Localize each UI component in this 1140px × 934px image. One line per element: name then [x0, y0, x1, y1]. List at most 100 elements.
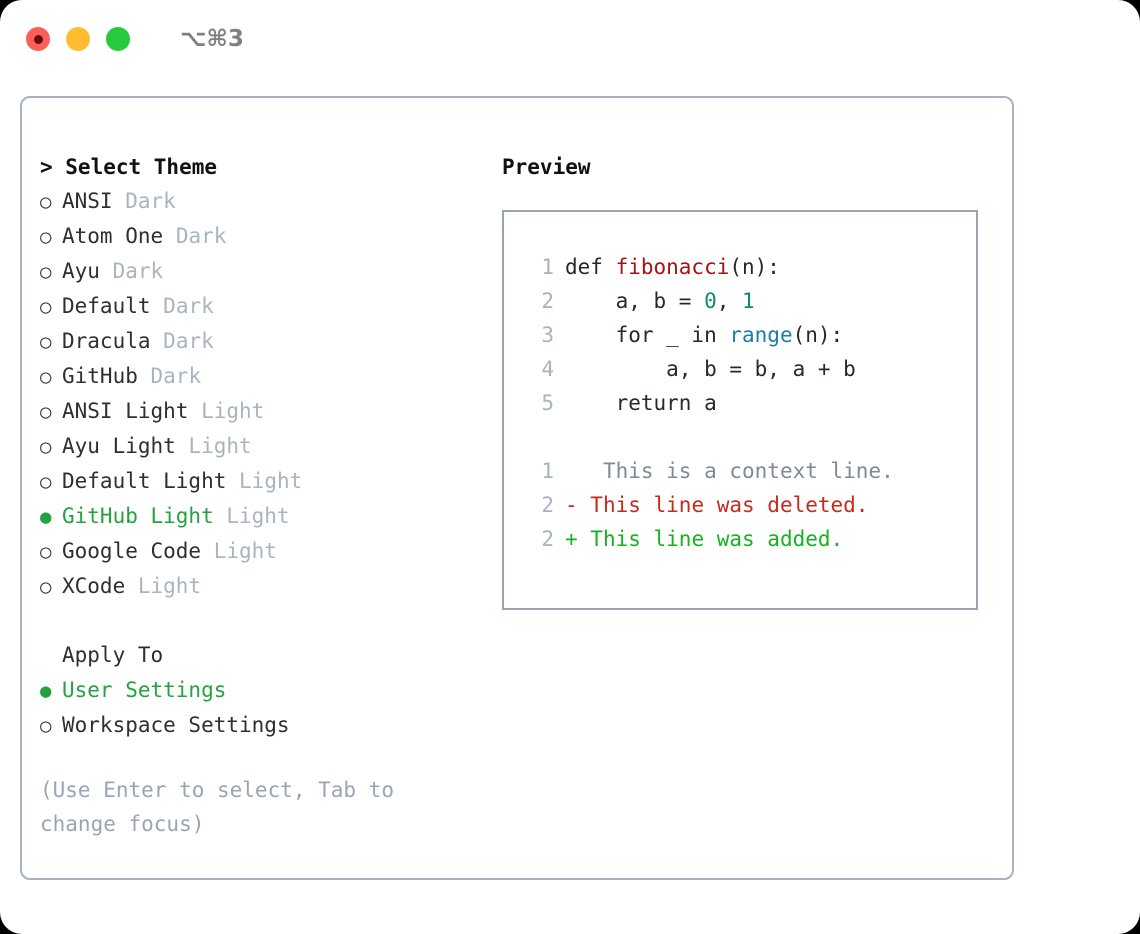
- code-line: 2 a, b = 0, 1: [526, 284, 976, 318]
- code-line: 4 a, b = b, a + b: [526, 352, 976, 386]
- code-token: def: [565, 255, 616, 279]
- theme-name: Atom One: [62, 224, 164, 248]
- code-line: 5 return a: [526, 386, 976, 420]
- theme-list-item[interactable]: ○GitHub Dark: [40, 359, 480, 394]
- theme-variant-tag: Light: [201, 399, 265, 423]
- theme-list[interactable]: ○ANSI Dark○Atom One Dark○Ayu Dark○Defaul…: [40, 184, 480, 604]
- radio-unselected-icon[interactable]: ○: [40, 401, 52, 423]
- code-token: ,: [716, 289, 743, 313]
- theme-name-tag-space: [201, 534, 214, 568]
- theme-variant-tag: Light: [213, 539, 277, 563]
- code-diff-gap: [526, 420, 976, 454]
- diff-text: This line was added.: [577, 527, 844, 551]
- radio-unselected-icon[interactable]: ○: [40, 191, 52, 213]
- theme-name: Default: [62, 294, 151, 318]
- apply-to-option-label: User Settings: [62, 678, 227, 702]
- theme-name: Google Code: [62, 539, 202, 563]
- theme-name: ANSI Light: [62, 399, 189, 423]
- diff-text: This is a context line.: [577, 459, 894, 483]
- minimize-button[interactable]: [66, 27, 90, 51]
- code-token: 1: [742, 289, 755, 313]
- title-bar: ⌥⌘3: [0, 0, 1140, 78]
- line-number: 1: [541, 459, 554, 483]
- theme-list-item[interactable]: ○Default Light Light: [40, 464, 480, 499]
- radio-unselected-icon[interactable]: ○: [40, 471, 52, 493]
- code-token: return a: [565, 391, 717, 415]
- theme-variant-tag: Dark: [163, 294, 214, 318]
- code-token: fibonacci: [615, 255, 730, 279]
- line-number: 3: [541, 323, 554, 347]
- theme-list-item[interactable]: ○Ayu Light Light: [40, 429, 480, 464]
- apply-to-heading-row: ○ Apply To: [40, 638, 480, 673]
- theme-name: Ayu: [62, 259, 100, 283]
- line-number: 5: [541, 391, 554, 415]
- diff-sign: -: [565, 493, 578, 517]
- theme-list-item[interactable]: ● GitHub Light Light: [40, 499, 480, 534]
- theme-list-item[interactable]: ○ ANSI Light Light: [40, 394, 480, 429]
- theme-list-item[interactable]: ○ Atom One Dark: [40, 219, 480, 254]
- radio-selected-icon[interactable]: ●: [40, 506, 52, 528]
- theme-variant-tag: Light: [239, 469, 303, 493]
- maximize-button[interactable]: [106, 27, 130, 51]
- theme-name: Dracula: [62, 329, 151, 353]
- theme-name: GitHub Light: [62, 504, 214, 528]
- theme-name-tag-space: [100, 254, 113, 288]
- theme-list-item[interactable]: ○ Google Code Light: [40, 534, 480, 569]
- theme-name: GitHub: [62, 364, 138, 388]
- radio-unselected-icon[interactable]: ○: [40, 436, 52, 458]
- theme-list-item[interactable]: ○ Ayu Dark: [40, 254, 480, 289]
- code-token: range: [729, 323, 793, 347]
- code-token: 0: [704, 289, 717, 313]
- radio-unselected-icon[interactable]: ○: [40, 331, 52, 353]
- theme-list-item[interactable]: ○ XCode Light: [40, 569, 480, 604]
- theme-name-tag-space: [151, 324, 164, 358]
- theme-variant-tag: Light: [137, 574, 202, 598]
- apply-to-option-label: Workspace Settings: [62, 713, 290, 737]
- theme-name-tag-space: [226, 464, 239, 498]
- apply-to-heading-marker: ○: [40, 639, 62, 673]
- keyboard-hint-text: (Use Enter to select, Tab to change focu…: [40, 778, 407, 836]
- theme-name-tag-space: [125, 569, 138, 603]
- radio-unselected-icon[interactable]: ○: [40, 541, 52, 563]
- diff-text: This line was deleted.: [577, 493, 869, 517]
- apply-to-option[interactable]: ● User Settings: [40, 673, 480, 708]
- theme-variant-tag: Dark: [112, 259, 164, 283]
- theme-name-tag-space: [163, 219, 176, 253]
- line-number: 2: [541, 527, 554, 551]
- radio-unselected-icon[interactable]: ○: [40, 715, 52, 737]
- radio-unselected-icon[interactable]: ○: [40, 296, 52, 318]
- theme-name-tag-space: [188, 394, 201, 428]
- line-number: 2: [541, 289, 554, 313]
- apply-to-option[interactable]: ○ Workspace Settings: [40, 708, 480, 743]
- radio-unselected-icon[interactable]: ○: [40, 366, 52, 388]
- theme-variant-tag: Light: [188, 434, 252, 458]
- diff-line: 2 + This line was added.: [526, 522, 976, 556]
- radio-unselected-icon[interactable]: ○: [40, 576, 52, 598]
- theme-list-item[interactable]: ○ Dracula Dark: [40, 324, 480, 359]
- close-button[interactable]: [26, 27, 50, 51]
- content-card: > Select Theme ○ANSI Dark○Atom One Dark○…: [20, 96, 1014, 880]
- theme-variant-tag: Light: [226, 504, 290, 528]
- radio-unselected-icon[interactable]: ○: [40, 261, 52, 283]
- code-token: a, b = b, a + b: [565, 357, 856, 381]
- theme-list-item[interactable]: ○ANSI Dark: [40, 184, 480, 219]
- apply-to-options[interactable]: ● User Settings ○ Workspace Settings: [40, 673, 480, 743]
- theme-variant-tag: Dark: [125, 189, 176, 213]
- diff-line: 2- This line was deleted.: [526, 488, 976, 522]
- diff-sign: +: [565, 527, 578, 551]
- theme-variant-tag: Dark: [175, 224, 227, 248]
- apply-to-heading: Apply To: [62, 643, 164, 667]
- theme-list-item[interactable]: ○ Default Dark: [40, 289, 480, 324]
- radio-selected-icon[interactable]: ●: [40, 680, 52, 702]
- theme-name: XCode: [62, 574, 126, 598]
- diff-sample: 1 This is a context line. 2- This line wa…: [526, 454, 976, 556]
- theme-variant-tag: Dark: [163, 329, 214, 353]
- line-number: 1: [541, 255, 554, 279]
- diff-sign: [565, 454, 578, 488]
- code-token: a, b =: [565, 289, 705, 313]
- keyboard-shortcut-label: ⌥⌘3: [180, 26, 244, 52]
- radio-unselected-icon[interactable]: ○: [40, 226, 52, 248]
- select-theme-heading: > Select Theme: [40, 155, 218, 179]
- line-number: 4: [541, 357, 554, 381]
